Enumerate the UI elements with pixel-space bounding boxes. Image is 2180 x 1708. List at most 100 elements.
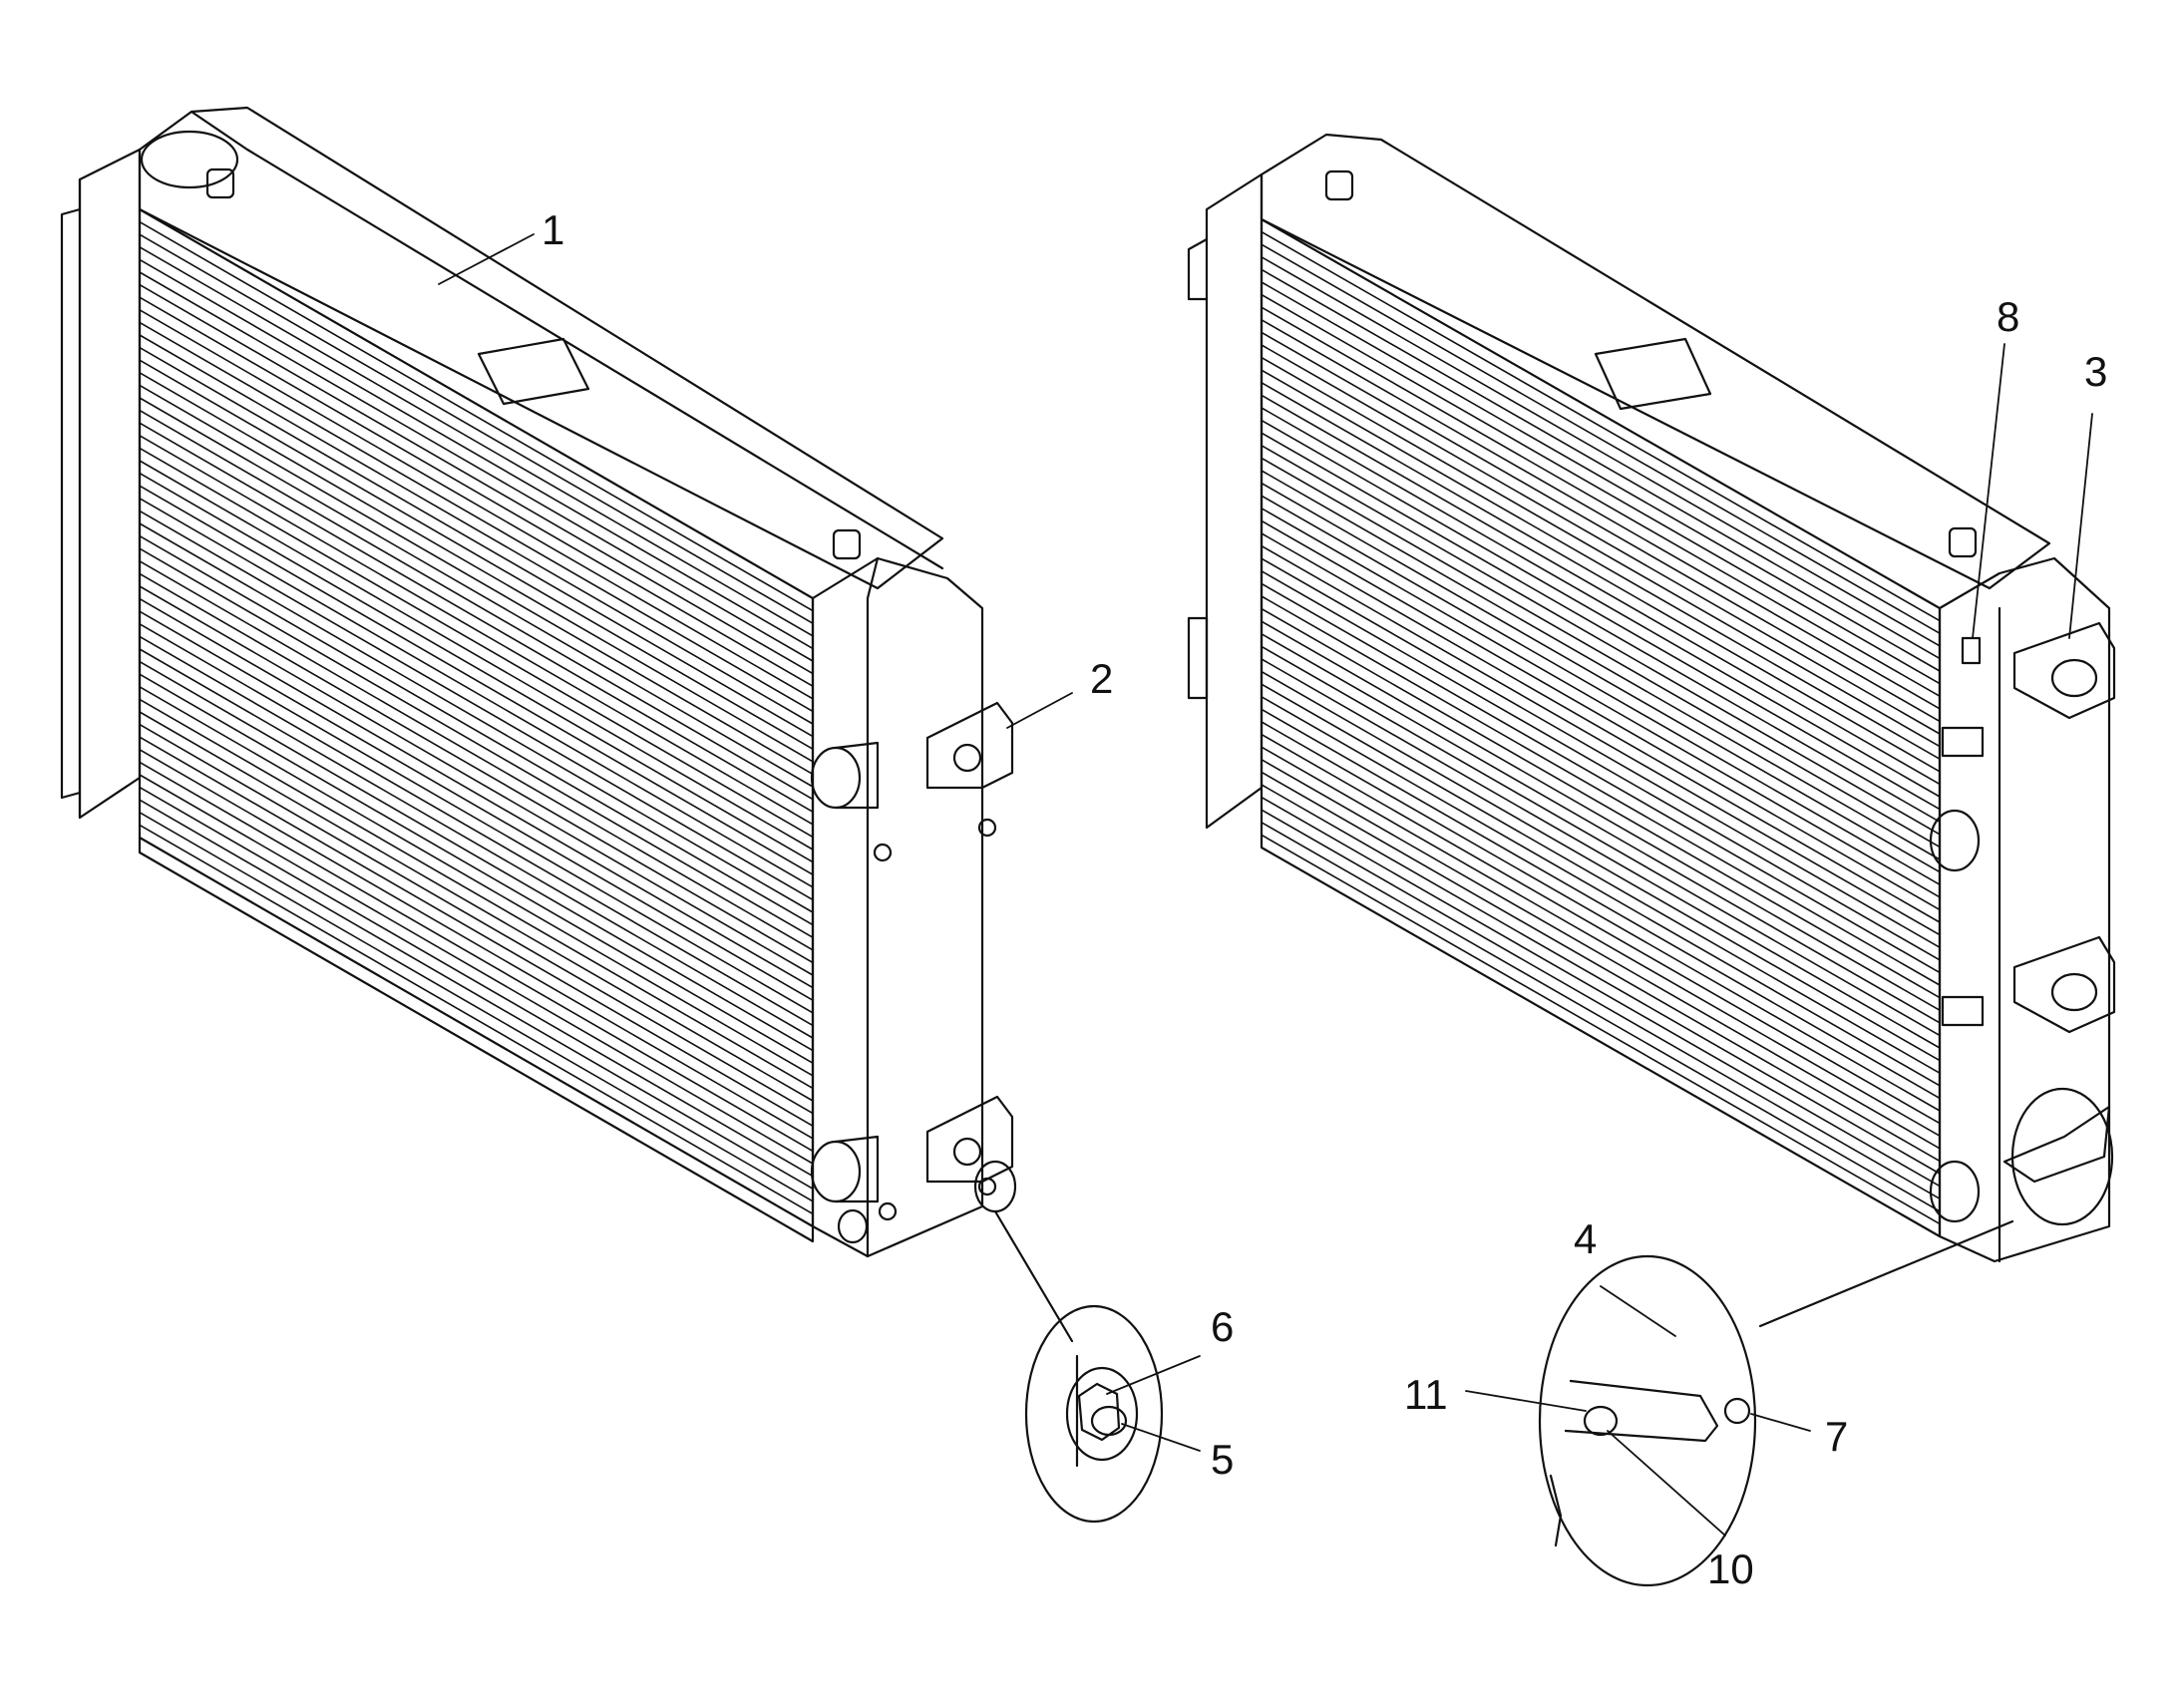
fin-line <box>139 723 814 1115</box>
fin-line <box>1261 444 1941 836</box>
fin-line <box>139 610 814 1002</box>
right-upper-lifting-eye <box>2012 621 2116 720</box>
callout-7: 7 <box>1825 1413 1849 1460</box>
fin-line <box>1261 482 1941 873</box>
fin-line <box>1261 419 1941 811</box>
leader-6 <box>1106 1355 1201 1395</box>
fin-line <box>1261 344 1941 735</box>
fin-line <box>1261 721 1941 1112</box>
fin-line <box>139 824 814 1215</box>
fin-line <box>1261 544 1941 936</box>
fin-line <box>1261 381 1941 773</box>
right-lower-lifting-eye <box>2012 935 2116 1034</box>
fin-line <box>139 648 814 1039</box>
fin-line <box>1261 784 1941 1175</box>
right-radiator-fins <box>1261 230 1941 1225</box>
fin-line <box>1261 293 1941 685</box>
fin-line <box>1261 645 1941 1037</box>
callout-11: 11 <box>1404 1371 1448 1418</box>
fin-line <box>1261 432 1941 824</box>
fin-line <box>139 334 814 725</box>
fin-line <box>1261 607 1941 999</box>
left-detail-circle <box>1024 1304 1164 1524</box>
fin-line <box>139 346 814 738</box>
fin-line <box>1261 708 1941 1100</box>
left-detail-view <box>993 1209 1164 1524</box>
fin-line <box>1261 595 1941 986</box>
fin-line <box>1261 809 1941 1199</box>
fin-line <box>1261 230 1941 622</box>
fin-line <box>139 685 814 1077</box>
hole-item-7 <box>1723 1397 1751 1425</box>
fin-line <box>139 673 814 1064</box>
fin-line <box>139 246 814 637</box>
callout-6: 6 <box>1211 1303 1235 1350</box>
fin-line <box>1261 796 1941 1188</box>
fin-line <box>139 698 814 1090</box>
left-lower-bracket <box>925 1095 1014 1184</box>
fin-line <box>139 811 814 1202</box>
fin-line <box>139 384 814 776</box>
fin-line <box>139 761 814 1153</box>
fin-line <box>139 359 814 751</box>
callout-10: 10 <box>1707 1545 1754 1592</box>
fin-line <box>1261 557 1941 949</box>
fin-line <box>1261 495 1941 886</box>
fin-line <box>1261 658 1941 1049</box>
fin-line <box>1261 620 1941 1012</box>
leader-7 <box>1750 1413 1811 1432</box>
fin-line <box>139 597 814 989</box>
fin-line <box>139 233 814 625</box>
fin-line <box>139 799 814 1190</box>
leader-2 <box>1006 692 1073 729</box>
left-upper-bracket <box>925 701 1014 790</box>
leader-11 <box>1465 1390 1587 1412</box>
leader-4 <box>1600 1285 1676 1337</box>
leader-8 <box>1972 343 2005 639</box>
right-radiator <box>1187 133 2116 1263</box>
callout-1: 1 <box>542 206 565 253</box>
leader-10 <box>1607 1430 1726 1537</box>
right-radiator-right-tank <box>1938 556 2111 1263</box>
fin-line <box>1261 470 1941 860</box>
fin-line <box>1261 318 1941 710</box>
fin-line <box>139 258 814 650</box>
fin-line <box>139 434 814 826</box>
fin-line <box>139 497 814 888</box>
fin-line <box>139 736 814 1127</box>
fin-line <box>1261 683 1941 1074</box>
fin-line <box>139 220 814 612</box>
fin-line <box>139 547 814 939</box>
fin-line <box>139 271 814 662</box>
fin-line <box>1261 746 1941 1137</box>
fin-line <box>139 283 814 675</box>
fin-line <box>1261 281 1941 672</box>
right-bracket <box>2002 1105 2111 1184</box>
fin-line <box>139 559 814 951</box>
fin-line <box>139 786 814 1178</box>
leader-1 <box>438 233 535 285</box>
callout-8: 8 <box>1997 293 2020 340</box>
fin-line <box>139 321 814 713</box>
fin-line <box>1261 394 1941 786</box>
fin-line <box>139 522 814 913</box>
fin-line <box>1261 771 1941 1163</box>
left-radiator-fins <box>139 220 814 1215</box>
fin-line <box>1261 733 1941 1125</box>
fin-line <box>139 711 814 1102</box>
leader-5 <box>1121 1423 1201 1452</box>
bolt-head <box>1090 1405 1128 1437</box>
fin-line <box>1261 268 1941 660</box>
fin-line <box>1261 457 1941 849</box>
fin-line <box>1261 758 1941 1150</box>
fin-line <box>1261 407 1941 798</box>
fin-line <box>1261 369 1941 761</box>
fin-line <box>139 622 814 1014</box>
fin-line <box>139 510 814 901</box>
left-radiator <box>60 106 1017 1258</box>
callout-3: 3 <box>2084 348 2108 395</box>
leader-3 <box>2068 413 2093 639</box>
right-radiator-left-side <box>1205 172 1264 830</box>
fin-line <box>139 296 814 688</box>
fin-line <box>139 660 814 1052</box>
